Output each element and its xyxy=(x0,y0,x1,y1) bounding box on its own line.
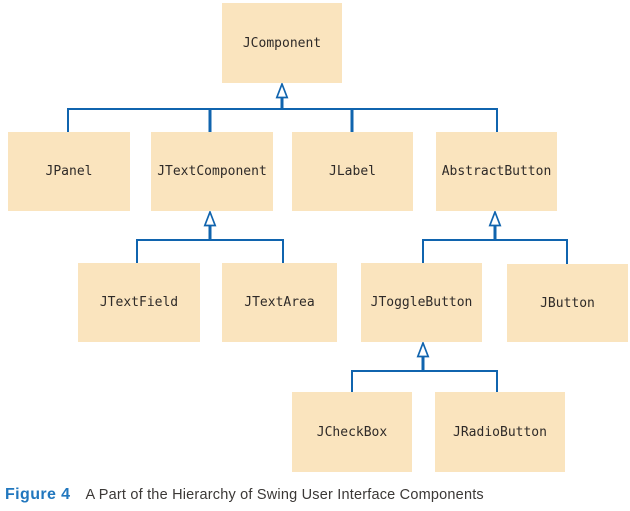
class-box-jlabel: JLabel xyxy=(292,132,413,211)
class-box-jcheckbox: JCheckBox xyxy=(292,392,412,472)
class-box-jpanel: JPanel xyxy=(8,132,130,211)
class-box-jtextcomponent: JTextComponent xyxy=(151,132,273,211)
figure-caption-text: A Part of the Hierarchy of Swing User In… xyxy=(85,487,484,503)
class-box-jcomponent: JComponent xyxy=(222,3,342,83)
class-box-jtogglebutton: JToggleButton xyxy=(361,263,482,342)
inheritance-arrowhead-jcomponent xyxy=(275,81,289,99)
inheritance-arrowhead-jtextcomponent xyxy=(203,209,217,227)
inheritance-arrowhead-jtogglebutton xyxy=(416,340,430,358)
figure-number-label: Figure 4 xyxy=(5,486,71,503)
figure-caption: Figure 4 A Part of the Hierarchy of Swin… xyxy=(5,486,484,504)
inheritance-arrowhead-abstractbutton xyxy=(488,209,502,227)
class-box-jbutton: JButton xyxy=(507,264,628,342)
class-box-jtextfield: JTextField xyxy=(78,263,200,342)
connector-jtogglebutton-children-bracket xyxy=(351,370,498,394)
connector-jtextcomponent-children-bracket xyxy=(136,239,284,265)
connector-jcomponent-children-bracket xyxy=(67,108,498,134)
class-box-jradiobutton: JRadioButton xyxy=(435,392,565,472)
class-box-jtextarea: JTextArea xyxy=(222,263,337,342)
class-box-abstractbutton: AbstractButton xyxy=(436,132,557,211)
